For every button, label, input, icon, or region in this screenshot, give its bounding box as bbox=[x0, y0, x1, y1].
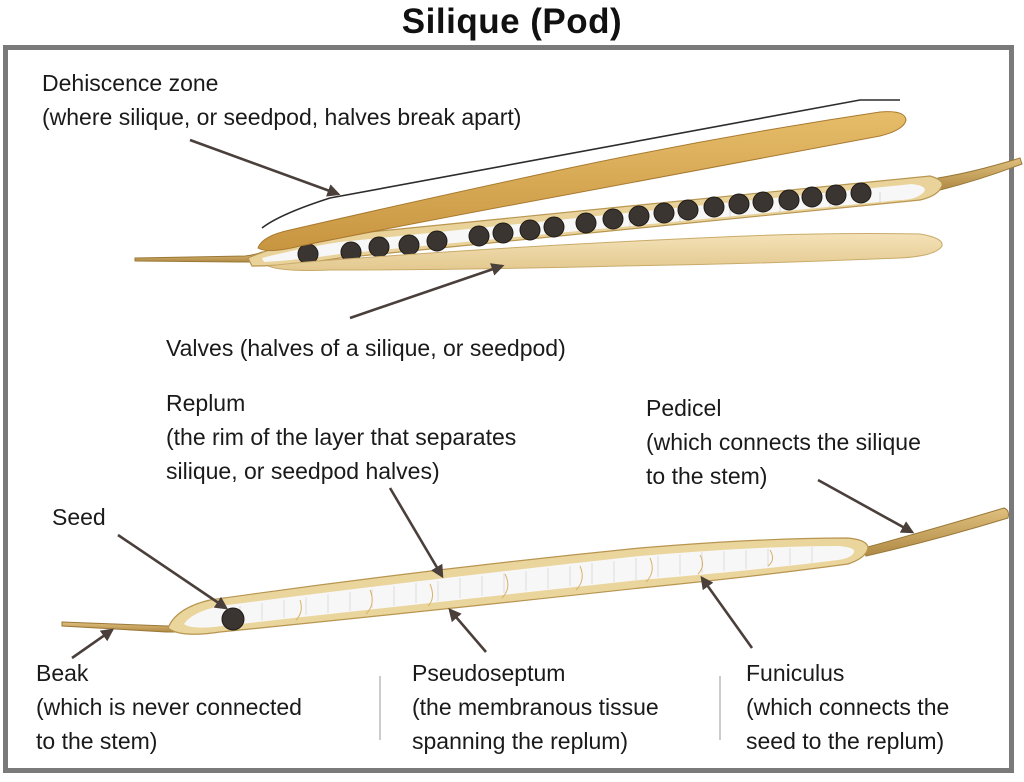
upper-valve bbox=[257, 111, 907, 252]
dehiscence-arrow bbox=[189, 138, 341, 197]
top-seeds bbox=[297, 182, 872, 265]
pseudoseptum-label: Pseudoseptum (the membranous tissue span… bbox=[412, 660, 659, 754]
top-beak bbox=[134, 251, 263, 263]
beak-label: Beak (which is never connected to the st… bbox=[36, 660, 302, 754]
valves-arrow bbox=[349, 263, 505, 320]
diagram-frame bbox=[3, 45, 1014, 773]
seed-label: Seed bbox=[52, 504, 106, 530]
dehiscence-zone-label: Dehiscence zone (where silique, or seedp… bbox=[42, 70, 522, 130]
pedicel-arrow bbox=[817, 478, 915, 534]
page-title: Silique (Pod) bbox=[401, 2, 623, 41]
lower-valve bbox=[267, 233, 943, 271]
funiculus-arrow bbox=[700, 575, 754, 649]
dehiscence-line bbox=[261, 99, 900, 229]
valves-label: Valves (halves of a silique, or seedpod) bbox=[166, 335, 566, 361]
top-pedicel bbox=[937, 157, 1023, 191]
label-arrows bbox=[71, 138, 915, 660]
top-silique bbox=[134, 99, 1023, 271]
bottom-seed bbox=[221, 607, 245, 631]
bottom-pseudoseptum bbox=[184, 546, 855, 628]
seed-arrow bbox=[117, 533, 229, 610]
bottom-silique bbox=[61, 507, 1009, 635]
pedicel-label: Pedicel (which connects the silique to t… bbox=[646, 395, 921, 489]
replum-label: Replum (the rim of the layer that separa… bbox=[166, 390, 517, 484]
separators bbox=[379, 676, 721, 740]
funiculi bbox=[295, 549, 774, 621]
funiculus-label: Funiculus (which connects the seed to th… bbox=[746, 660, 950, 754]
pseudoseptum-arrow bbox=[448, 608, 487, 653]
replum-arrow bbox=[388, 487, 444, 579]
beak-arrow bbox=[71, 628, 115, 660]
bottom-beak bbox=[61, 621, 183, 633]
bottom-pedicel bbox=[863, 507, 1009, 557]
